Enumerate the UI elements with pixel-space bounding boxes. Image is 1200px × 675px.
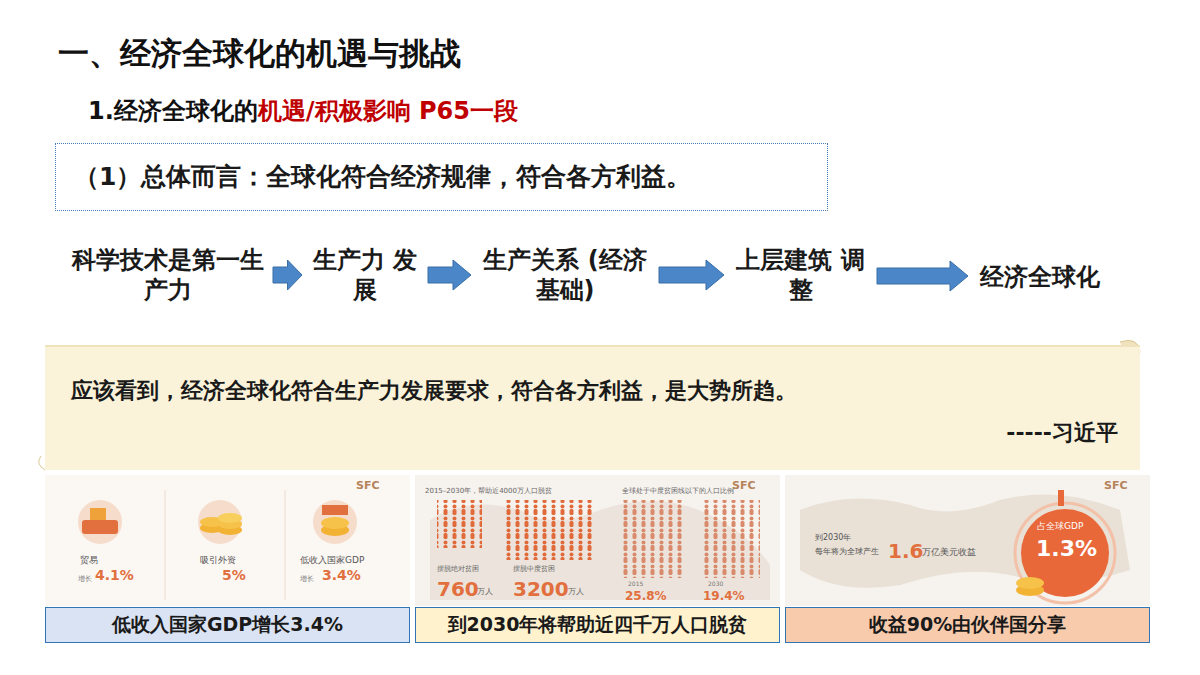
- infographic-label: 760: [437, 578, 479, 600]
- infographic-label: 19.4%: [703, 590, 745, 603]
- infographic-label: 摆脱绝对贫困: [437, 566, 479, 574]
- infographic-label: 万人: [568, 588, 584, 597]
- infographic-label: SFC: [1104, 480, 1128, 492]
- infographic-label: 2030: [708, 581, 723, 588]
- infographic-label: 万人: [477, 588, 493, 597]
- attribution: -----习近平: [71, 419, 1118, 447]
- node-text: 生产关系 (经济基础): [479, 245, 651, 305]
- subtitle-part: 1.经济全球化的: [88, 98, 258, 124]
- infographic-label: 4.1%: [95, 568, 134, 583]
- infographic-label: 5%: [222, 568, 246, 583]
- infographic-label: 摆脱中度贫困: [513, 566, 555, 574]
- infographic-label: 增长: [78, 576, 92, 584]
- node-text: 生产力 发展: [310, 245, 420, 305]
- infographic-label: 全球处于中度贫困线以下的人口比例: [622, 488, 734, 496]
- flow-step: 上层建筑 调整: [732, 245, 869, 305]
- flow-step: 科学技术是第一生产力: [70, 245, 265, 305]
- subtitle-row: 1.经济全球化的机遇/积极影响 P65一段: [88, 98, 518, 124]
- block-arrow: [273, 260, 302, 290]
- block-arrow: [428, 260, 471, 290]
- node-text: （1）总体而言：全球化符合经济规律，符合各方利益。: [74, 161, 691, 192]
- infographic-label: 3200: [513, 578, 569, 600]
- node-text: 应该看到，经济全球化符合生产力发展要求，符合各方利益，是大势所趋。: [71, 377, 1118, 405]
- node-text: 科学技术是第一生产力: [70, 245, 265, 305]
- infographic-label: 3.4%: [322, 568, 361, 583]
- infographic-label: 2015: [628, 581, 643, 588]
- subtitle-part: 机遇/积极影响 P65一段: [258, 98, 518, 124]
- flow-step: 生产力 发展: [310, 245, 420, 305]
- node-text: 经济全球化: [976, 262, 1104, 292]
- node-text: 低收入国家GDP增长3.4%: [112, 613, 343, 637]
- infographic-label: 贸易: [80, 556, 98, 566]
- infographic-label: 每年将为全球产生: [815, 548, 879, 557]
- infographic-label: 占全球GDP: [1037, 522, 1083, 532]
- infographic-label: 吸引外资: [200, 556, 236, 566]
- flow-step: 生产关系 (经济基础): [479, 245, 651, 305]
- node-text: 到2030年将帮助近四千万人口脱贫: [448, 613, 748, 637]
- infographic-label: 增长: [300, 576, 314, 584]
- caption-box: 收益90%由伙伴国分享: [785, 607, 1150, 643]
- infographic-label: SFC: [732, 480, 756, 492]
- infographic-label: 1.3%: [1036, 537, 1097, 561]
- caption-box: 低收入国家GDP增长3.4%: [45, 607, 410, 643]
- summary-box: （1）总体而言：全球化符合经济规律，符合各方利益。: [55, 143, 828, 211]
- infographic-label: 2015–2030年，帮助近4000万人口脱贫: [425, 488, 552, 496]
- infographic-label: 低收入国家GDP: [300, 556, 364, 566]
- infographic-label: 万亿美元收益: [922, 548, 976, 558]
- flow-step: 经济全球化: [976, 262, 1104, 292]
- block-arrow: [659, 260, 724, 290]
- slide-title: 一、经济全球化的机遇与挑战: [58, 36, 461, 70]
- infographic-label: 1.6: [888, 540, 923, 562]
- quote-scroll: 应该看到，经济全球化符合生产力发展要求，符合各方利益，是大势所趋。 -----习近…: [45, 345, 1140, 470]
- node-text: 上层建筑 调整: [732, 245, 869, 305]
- block-arrow: [877, 261, 968, 291]
- infographic-label: 到2030年: [815, 534, 851, 543]
- infographic-label: 25.8%: [625, 590, 667, 603]
- infographic-label: SFC: [356, 480, 380, 492]
- caption-box: 到2030年将帮助近四千万人口脱贫: [415, 607, 780, 643]
- node-text: 收益90%由伙伴国分享: [869, 613, 1066, 637]
